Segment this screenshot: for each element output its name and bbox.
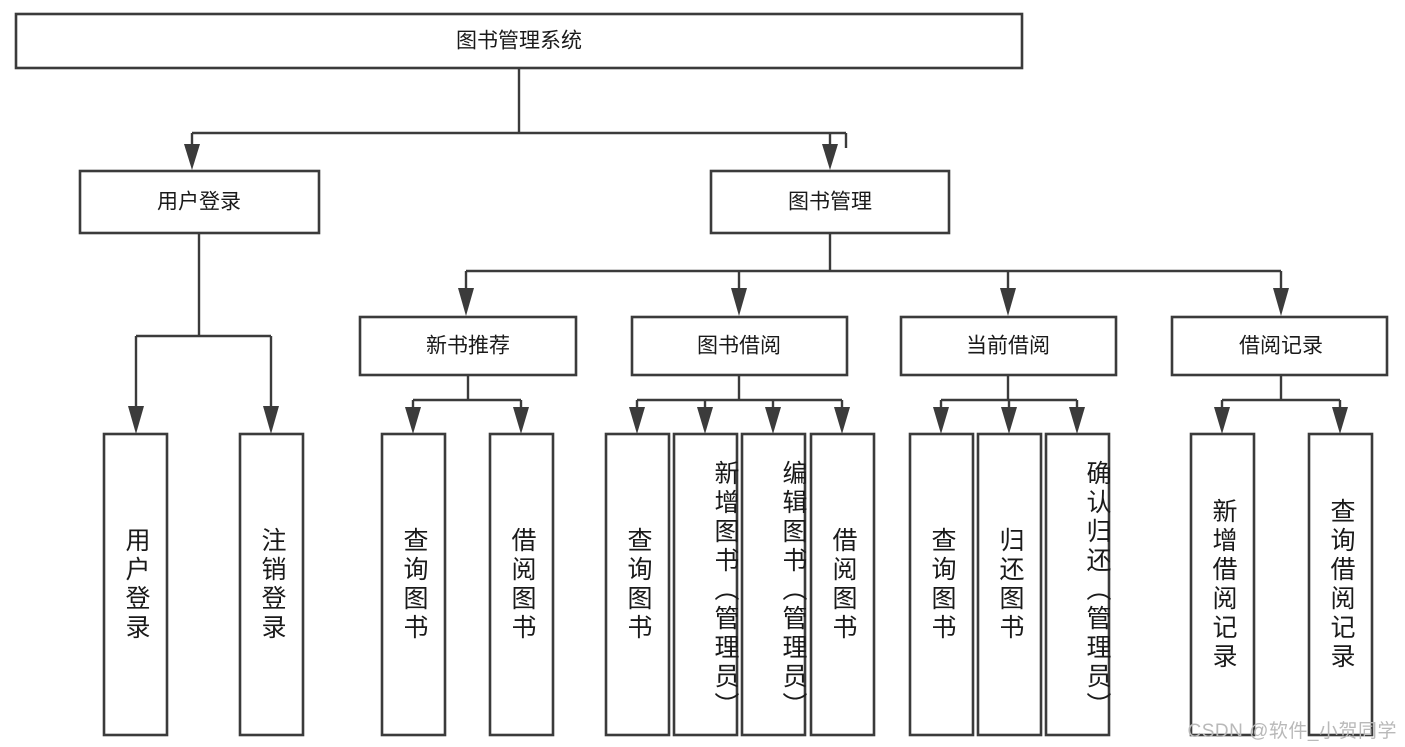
node-root-label: 图书管理系统 bbox=[456, 30, 582, 53]
node-root[interactable]: 图书管理系统 bbox=[14, 12, 1024, 70]
node-current-borrow-label: 当前借阅 bbox=[966, 335, 1050, 358]
node-book-manage[interactable]: 图书管理 bbox=[709, 169, 951, 235]
connector-bookborrow-to-leaves bbox=[629, 375, 850, 434]
node-book-borrow[interactable]: 图书借阅 bbox=[630, 315, 849, 377]
node-leaf-edit-book[interactable] bbox=[740, 432, 807, 737]
node-leaf-add-book[interactable] bbox=[672, 432, 739, 737]
node-borrow-record[interactable]: 借阅记录 bbox=[1170, 315, 1389, 377]
connector-userlogin-to-leaves bbox=[128, 233, 279, 434]
node-leaf-borrow-book-2[interactable] bbox=[809, 432, 876, 737]
connector-borrowrecord-to-leaves bbox=[1214, 375, 1348, 434]
node-leaf-user-logout[interactable] bbox=[238, 432, 305, 737]
connector-currentborrow-to-leaves bbox=[933, 375, 1085, 434]
node-user-login-label: 用户登录 bbox=[157, 191, 241, 214]
node-book-borrow-label: 图书借阅 bbox=[697, 335, 781, 358]
node-leaf-user-login[interactable] bbox=[102, 432, 169, 737]
node-new-book-recommend-label: 新书推荐 bbox=[426, 335, 510, 358]
node-leaf-confirm-return[interactable] bbox=[1044, 432, 1111, 737]
watermark: CSDN @软件_小贺同学 bbox=[1187, 721, 1397, 742]
node-leaf-query-book-1[interactable] bbox=[380, 432, 447, 737]
node-book-manage-label: 图书管理 bbox=[788, 191, 872, 214]
node-leaf-borrow-book-1[interactable] bbox=[488, 432, 555, 737]
node-leaf-add-record[interactable] bbox=[1189, 432, 1256, 737]
node-leaf-query-book-3[interactable] bbox=[908, 432, 975, 737]
node-leaf-return-book[interactable] bbox=[976, 432, 1043, 737]
node-leaf-query-record[interactable] bbox=[1307, 432, 1374, 737]
connector-newbook-to-leaves bbox=[405, 375, 529, 434]
node-borrow-record-label: 借阅记录 bbox=[1239, 335, 1323, 358]
connector-bookmanage-to-level2 bbox=[458, 233, 1289, 316]
node-user-login[interactable]: 用户登录 bbox=[78, 169, 321, 235]
node-leaf-query-book-2[interactable] bbox=[604, 432, 671, 737]
connector-root-to-level1 bbox=[184, 68, 848, 170]
node-new-book-recommend[interactable]: 新书推荐 bbox=[358, 315, 578, 377]
node-current-borrow[interactable]: 当前借阅 bbox=[899, 315, 1118, 377]
